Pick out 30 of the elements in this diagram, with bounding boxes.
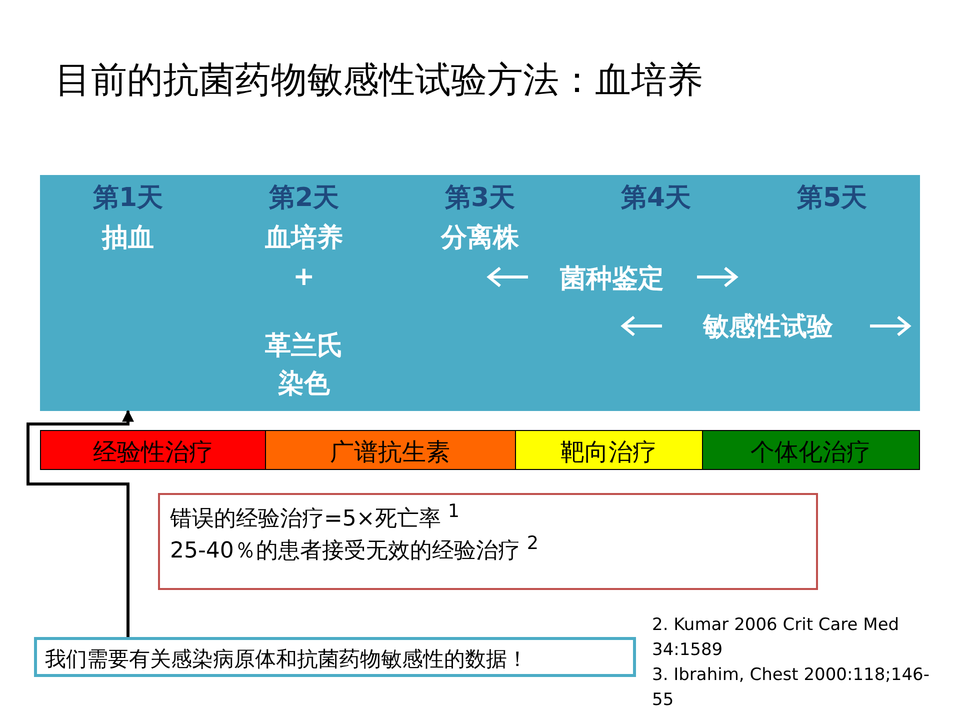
day-label: 第1天 — [93, 182, 164, 215]
callout-text: 我们需要有关感染病原体和抗菌药物敏感性的数据！ — [45, 646, 528, 673]
callout-box — [34, 637, 636, 677]
day-label: 第5天 — [797, 182, 868, 215]
reference-text: 3. Ibrahim, Chest 2000:118;146-55 — [652, 664, 930, 712]
day-label: 第2天 — [269, 182, 340, 215]
phase-bar-segment — [266, 430, 516, 470]
step-label: 革兰氏染色 — [264, 330, 344, 401]
plus-sign: + — [293, 262, 315, 292]
step-label: 血培养 — [265, 222, 343, 255]
note-text: 25-40％的患者接受无效的经验治疗 $^{2}$ — [170, 533, 539, 566]
arrow — [26, 410, 134, 637]
phase-bar-segment — [516, 430, 703, 470]
note-box — [158, 493, 818, 590]
phase-label: 敏感性试验 — [703, 311, 833, 344]
step-label: 分离株 — [441, 222, 519, 255]
timeline-panel — [40, 175, 920, 411]
phase-label: 广谱抗生素 — [329, 437, 451, 468]
phase-label: 经验性治疗 — [92, 437, 214, 468]
reference-text: 2. Kumar 2006 Crit Care Med 34:1589 — [652, 614, 900, 662]
phase-label: 靶向治疗 — [560, 437, 658, 468]
phase-label: 个体化治疗 — [750, 437, 872, 468]
phase-bar-segment — [40, 430, 266, 470]
note-text: 错误的经验治疗=5×死亡率 $^{1}$ — [170, 501, 460, 534]
step-label: 抽血 — [102, 222, 154, 255]
phase-bar-segment — [703, 430, 920, 470]
slide-title: 目前的抗菌药物敏感性试验方法：血培养 — [55, 59, 703, 103]
phase-label: 菌种鉴定 — [560, 263, 664, 296]
day-label: 第4天 — [621, 182, 692, 215]
day-label: 第3天 — [445, 182, 516, 215]
